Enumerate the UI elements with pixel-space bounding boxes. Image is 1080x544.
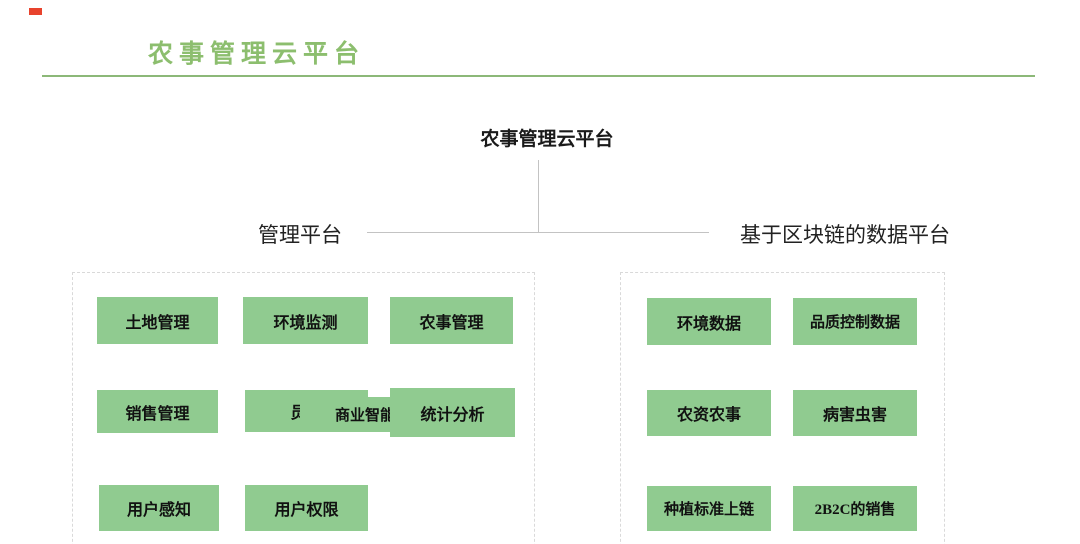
red-corner-mark xyxy=(29,8,42,15)
box-2b2c-sales: 2B2C的销售 xyxy=(793,486,917,531)
box-sales-management: 销售管理 xyxy=(97,390,218,433)
box-statistics-analysis: 统计分析 xyxy=(390,388,515,437)
management-platform-panel xyxy=(72,272,535,544)
box-user-permissions: 用户权限 xyxy=(245,485,368,531)
tree-horizontal-connector xyxy=(367,232,709,233)
tree-root-label: 农事管理云平台 xyxy=(480,129,614,150)
box-agricultural-materials-farming: 农资农事 xyxy=(647,390,771,436)
header-underline xyxy=(42,75,1035,77)
box-environment-data: 环境数据 xyxy=(647,298,771,345)
blockchain-platform-panel xyxy=(620,272,945,544)
branch-label-blockchain-data-platform: 基于区块链的数据平台 xyxy=(740,223,950,247)
box-environment-monitoring: 环境监测 xyxy=(243,297,368,344)
box-user-perception: 用户感知 xyxy=(99,485,219,531)
box-farming-management: 农事管理 xyxy=(390,297,513,344)
box-pest-and-disease: 病害虫害 xyxy=(793,390,917,436)
page-title: 农事管理云平台 xyxy=(148,40,366,68)
branch-label-management-platform: 管理平台 xyxy=(258,223,342,247)
box-land-management: 土地管理 xyxy=(97,297,218,344)
box-quality-control-data: 品质控制数据 xyxy=(793,298,917,345)
tree-vertical-connector xyxy=(538,160,539,232)
box-planting-standard-on-chain: 种植标准上链 xyxy=(647,486,771,531)
